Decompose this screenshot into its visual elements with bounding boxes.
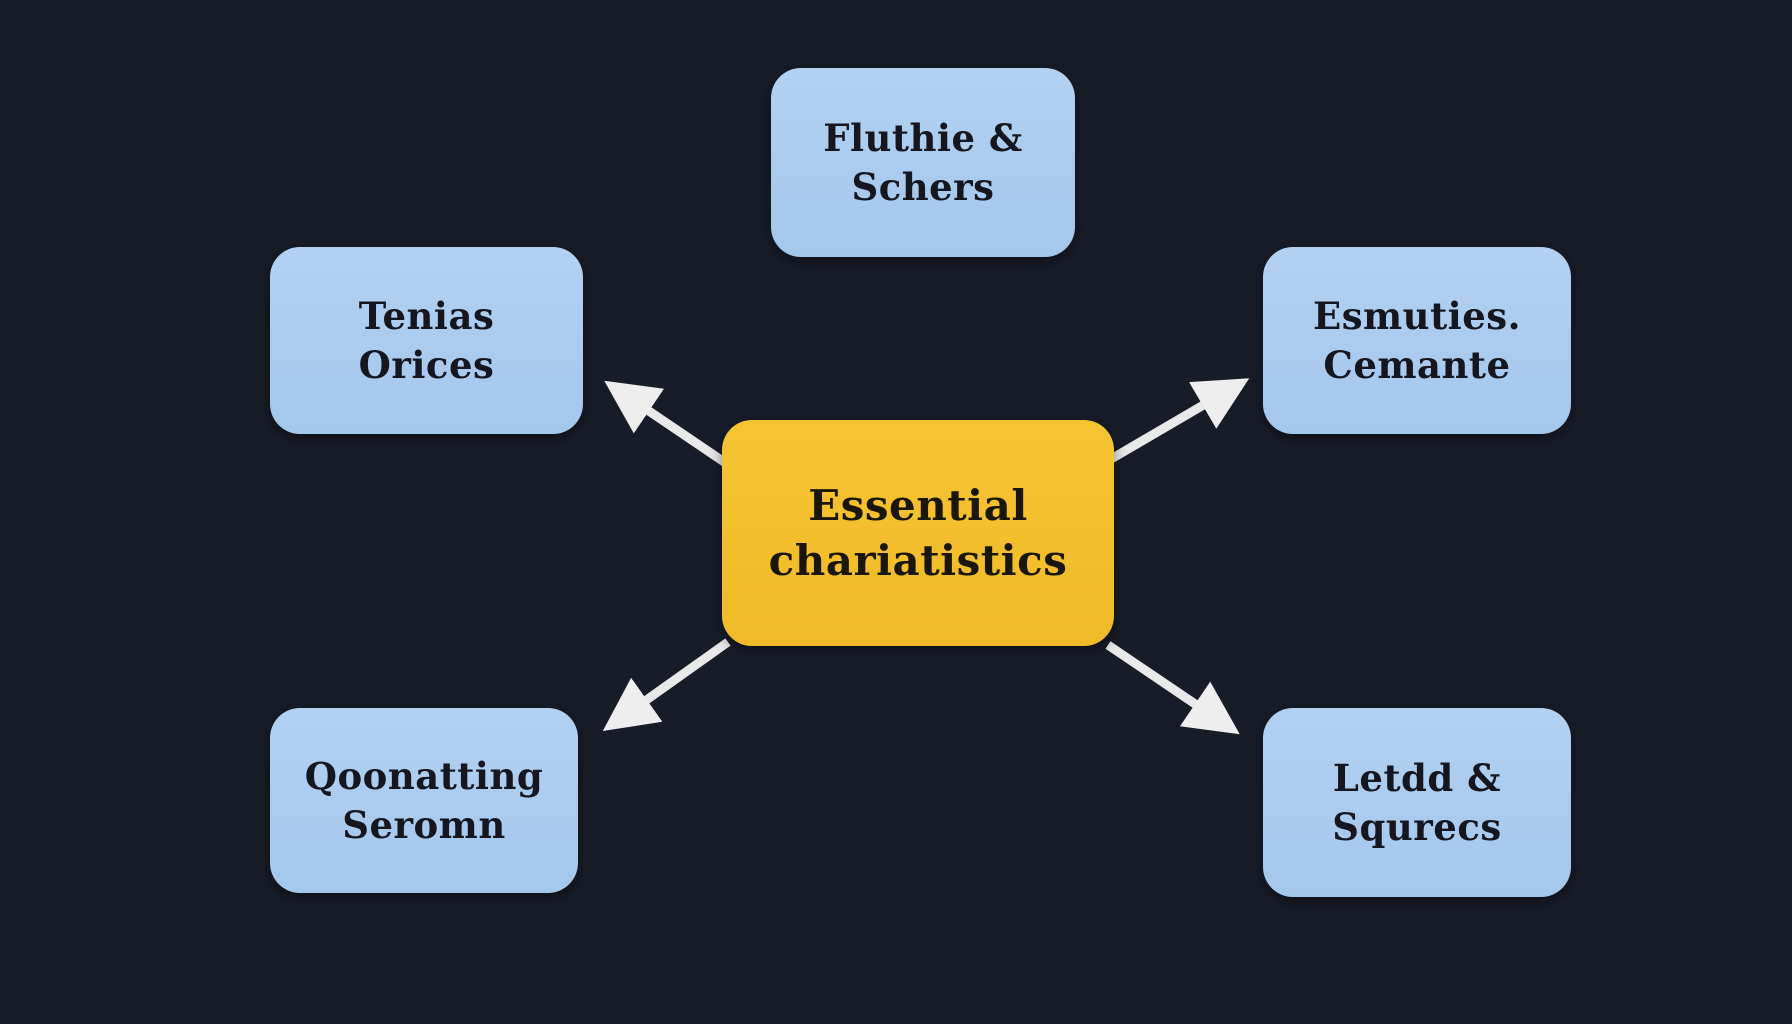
node-right: Esmuties. Cemante <box>1263 247 1571 434</box>
node-top: Fluthie & Schers <box>771 68 1075 257</box>
connector-center-bottom-left-arrow <box>602 638 731 732</box>
node-right-label: Esmuties. Cemante <box>1313 293 1521 387</box>
node-bottom-right: Letdd & Squrecs <box>1263 708 1571 897</box>
node-left: Tenias Orices <box>270 247 583 434</box>
node-left-label: Tenias Orices <box>358 293 495 387</box>
connector-center-bottom-right-arrow <box>1105 641 1240 735</box>
connector-center-right-arrow <box>1103 378 1250 466</box>
node-bottom-left-label: Qoonatting Seromn <box>304 753 544 847</box>
node-center: Essential chariatistics <box>722 420 1114 646</box>
node-top-label: Fluthie & Schers <box>823 115 1023 209</box>
node-center-label: Essential chariatistics <box>768 480 1068 585</box>
connector-center-left-arrow <box>604 380 736 472</box>
node-bottom-left: Qoonatting Seromn <box>270 708 578 893</box>
node-bottom-right-label: Letdd & Squrecs <box>1332 755 1502 849</box>
